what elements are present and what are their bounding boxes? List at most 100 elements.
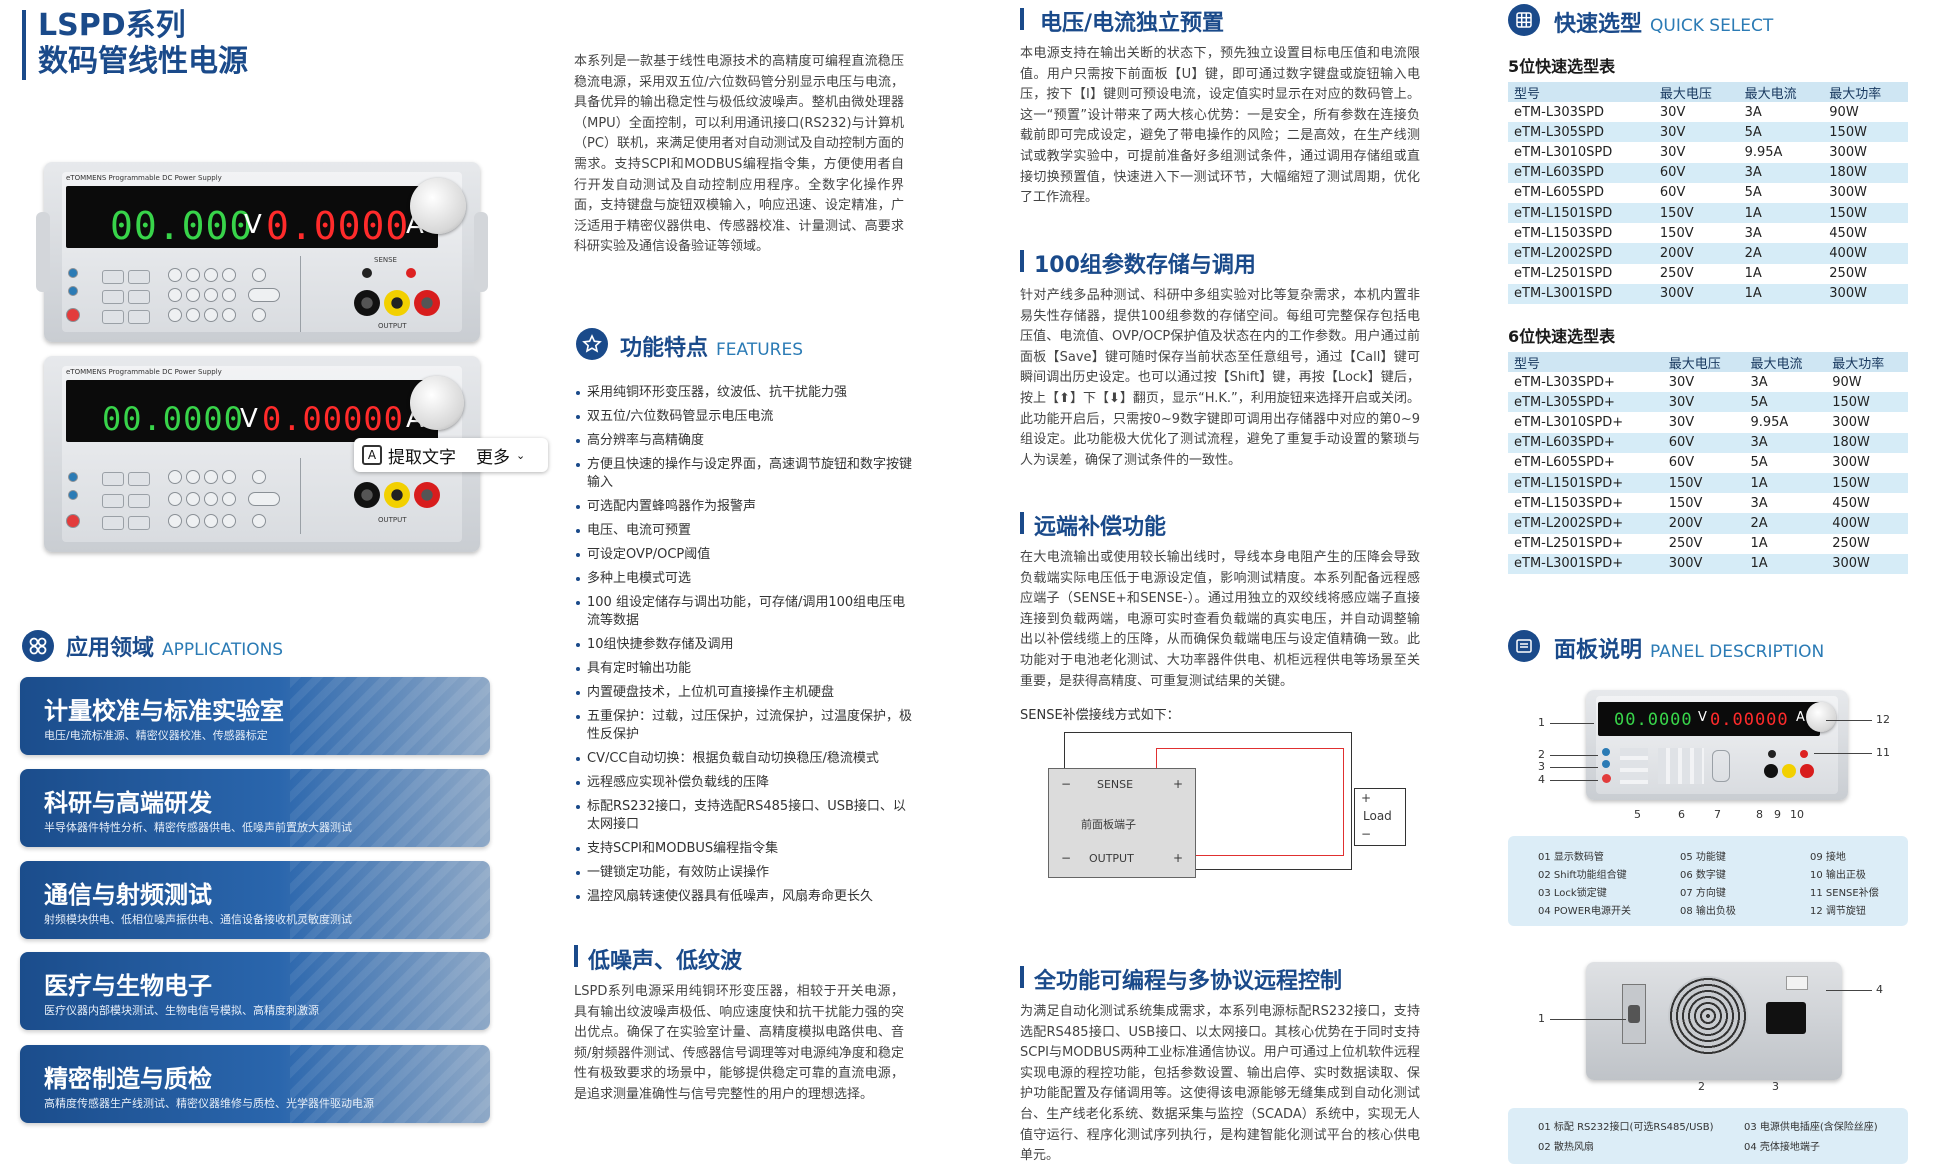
numeric-key[interactable] [168, 268, 182, 282]
shift-button [1602, 748, 1610, 756]
numeric-key[interactable] [186, 268, 200, 282]
numeric-key[interactable] [186, 288, 200, 302]
section-bar [1020, 966, 1024, 988]
table-cell: 90W [1832, 374, 1862, 390]
function-key[interactable] [102, 270, 124, 284]
arrow-down-key[interactable] [252, 514, 266, 528]
minus-sign: − [1061, 777, 1072, 791]
numeric-key[interactable] [204, 470, 218, 484]
function-key[interactable] [102, 472, 124, 486]
arrow-left-right-key[interactable] [248, 492, 280, 506]
function-key[interactable] [128, 270, 150, 284]
six-digit-table-title: 6位快速选型表 [1508, 327, 1616, 346]
function-key[interactable] [128, 290, 150, 304]
numeric-key[interactable] [222, 268, 236, 282]
arrow-left-right-key[interactable] [248, 288, 280, 302]
table-cell: 60V [1659, 185, 1686, 201]
numeric-key[interactable] [204, 268, 218, 282]
output-negative-terminal [1764, 764, 1778, 778]
table-cell: eTM-L1503SPD+ [1514, 495, 1624, 511]
rs232-port [1622, 984, 1646, 1044]
handle-left [36, 212, 50, 292]
legend-item: 04 壳体接地端子 [1744, 1142, 1820, 1153]
extract-text-button[interactable]: 提取文字 [388, 447, 456, 468]
numeric-key[interactable] [186, 308, 200, 322]
shift-button[interactable] [68, 472, 78, 482]
callout-number: 11 [1876, 746, 1890, 759]
function-key[interactable] [128, 516, 150, 530]
callout-number: 10 [1790, 808, 1804, 821]
more-button[interactable]: 更多 [476, 447, 510, 468]
voltage-readout: 00.000 [110, 204, 254, 248]
table-cell: 2A [1744, 513, 1827, 534]
numeric-key[interactable] [168, 308, 182, 322]
numeric-key[interactable] [222, 514, 236, 528]
table-header-row: 型号最大电压最大电流最大功率 [1508, 352, 1908, 372]
function-key[interactable] [102, 290, 124, 304]
callout-line [1550, 755, 1598, 756]
power-button[interactable] [66, 308, 80, 322]
numeric-key[interactable] [168, 492, 182, 506]
lock-button[interactable] [68, 490, 78, 500]
sense-minus-terminal[interactable] [362, 268, 372, 278]
adjust-knob[interactable] [410, 178, 466, 234]
numeric-key[interactable] [186, 470, 200, 484]
front-panel-terminal-box: − SENSE + 前面板端子 − OUTPUT + [1048, 768, 1196, 878]
function-key[interactable] [102, 494, 124, 508]
table-cell: 30V [1659, 144, 1686, 160]
numeric-key[interactable] [168, 288, 182, 302]
sense-plus-terminal[interactable] [406, 268, 416, 278]
adjust-knob[interactable] [410, 376, 464, 430]
table-cell: 300W [1829, 185, 1867, 201]
chevron-down-icon[interactable]: ⌄ [516, 448, 526, 462]
output-negative-terminal[interactable] [354, 290, 380, 316]
arrow-up-key[interactable] [252, 470, 266, 484]
numeric-key[interactable] [222, 492, 236, 506]
table-cell: 150V [1668, 495, 1703, 511]
load-box: + Load − [1354, 788, 1406, 846]
title-line1: LSPD系列 [38, 8, 186, 43]
function-key[interactable] [128, 310, 150, 324]
power-button[interactable] [66, 514, 80, 528]
plus-sign: + [1173, 851, 1184, 865]
ground-terminal[interactable] [384, 290, 410, 316]
numeric-key[interactable] [204, 492, 218, 506]
arrow-up-key[interactable] [252, 268, 266, 282]
column-header: 最大电压 [1662, 352, 1745, 372]
numeric-key[interactable] [186, 514, 200, 528]
ground-terminal[interactable] [384, 482, 410, 508]
table-cell: 250V [1668, 536, 1703, 552]
output-positive-terminal[interactable] [414, 482, 440, 508]
shift-button[interactable] [68, 268, 78, 278]
section-bar [574, 945, 578, 967]
callout-line [1550, 723, 1594, 724]
port-connector [1628, 1005, 1640, 1023]
power-socket [1766, 1002, 1806, 1034]
output-negative-terminal[interactable] [354, 482, 380, 508]
plus-sign: + [1361, 791, 1372, 805]
numeric-key[interactable] [204, 514, 218, 528]
arrow-down-key[interactable] [252, 308, 266, 322]
title-line2: 数码管线性电源 [38, 44, 248, 79]
lock-button[interactable] [68, 286, 78, 296]
function-key[interactable] [102, 516, 124, 530]
numeric-key[interactable] [168, 514, 182, 528]
output-positive-terminal[interactable] [414, 290, 440, 316]
numeric-key[interactable] [186, 492, 200, 506]
function-key[interactable] [128, 472, 150, 486]
text-extract-icon[interactable]: A [362, 445, 382, 465]
table-cell: 250W [1829, 266, 1867, 282]
numeric-key[interactable] [204, 288, 218, 302]
numeric-key[interactable] [222, 288, 236, 302]
output-terminal-label: OUTPUT [1089, 852, 1134, 865]
numeric-key[interactable] [168, 470, 182, 484]
numeric-key[interactable] [204, 308, 218, 322]
table-cell: 5A [1750, 455, 1768, 471]
function-key[interactable] [128, 494, 150, 508]
numeric-key[interactable] [222, 308, 236, 322]
numeric-key[interactable] [222, 470, 236, 484]
function-key[interactable] [102, 310, 124, 324]
